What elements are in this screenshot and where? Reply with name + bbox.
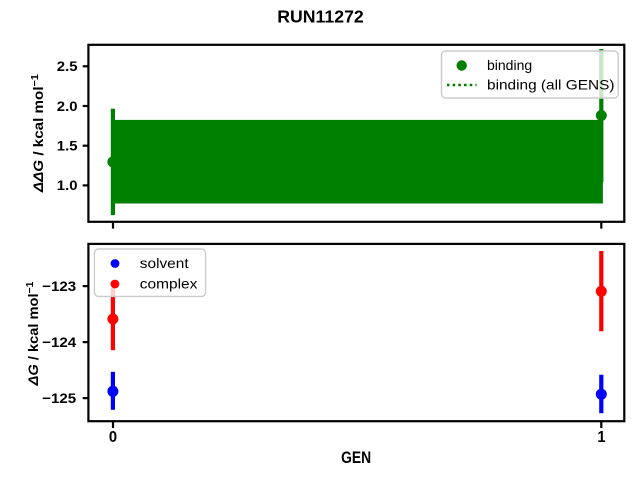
svg-text:1: 1 [597, 429, 606, 446]
svg-text:RUN11272: RUN11272 [277, 7, 364, 27]
svg-text:binding: binding [487, 57, 532, 73]
svg-text:1.0: 1.0 [57, 177, 78, 193]
svg-text:GEN: GEN [341, 449, 371, 467]
svg-text:1.5: 1.5 [57, 138, 78, 154]
svg-text:ΔG / kcal mol−1: ΔG / kcal mol−1 [25, 281, 41, 386]
svg-text:complex: complex [140, 276, 198, 292]
svg-text:0: 0 [109, 429, 117, 446]
svg-text:−125: −125 [42, 390, 76, 406]
svg-text:binding (all GENS): binding (all GENS) [487, 76, 615, 92]
svg-text:2.5: 2.5 [57, 58, 78, 74]
svg-text:solvent: solvent [140, 255, 189, 271]
svg-text:−123: −123 [42, 278, 76, 294]
svg-text:2.0: 2.0 [57, 98, 78, 114]
svg-text:−124: −124 [42, 334, 76, 350]
svg-text:ΔΔG / kcal mol−1: ΔΔG / kcal mol−1 [30, 74, 46, 194]
